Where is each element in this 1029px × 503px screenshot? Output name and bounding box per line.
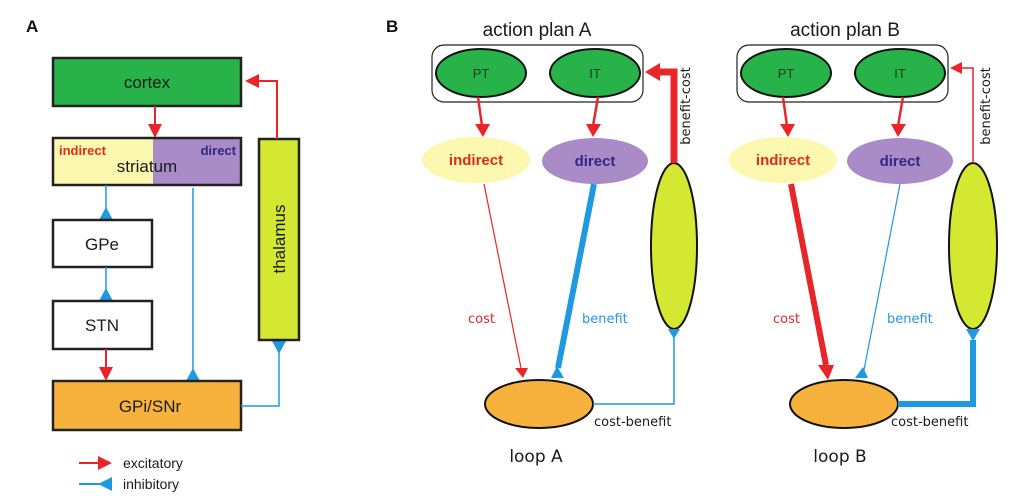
striatum-direct-label: direct <box>201 143 237 158</box>
benefit-arrow-b: benefit <box>855 183 933 378</box>
pt-node-b: PT <box>740 48 832 98</box>
benefit-arrow-a: benefit <box>551 183 628 378</box>
inhibitory-arrow-icon <box>98 477 112 491</box>
legend-inhibitory-label: inhibitory <box>123 476 179 492</box>
benefit-label-a: benefit <box>582 312 628 327</box>
loop-b-label: loop B <box>813 447 866 467</box>
it-label-b: IT <box>894 66 906 81</box>
cost-benefit-label-a: cost-benefit <box>594 415 671 430</box>
direct-label-a: direct <box>575 153 616 170</box>
cortex-node: cortex <box>51 56 243 108</box>
thalamus-label: thalamus <box>270 205 289 274</box>
action-plan-a-box <box>431 44 644 103</box>
cortex-to-striatum-arrow <box>148 106 162 138</box>
panel-b-label: B <box>386 17 398 36</box>
indirect-label-b: indirect <box>756 152 810 169</box>
action-plan-a-title: action plan A <box>483 20 592 41</box>
legend-excitatory: excitatory <box>79 455 183 471</box>
loop-node-a <box>484 379 594 429</box>
indirect-node-a: indirect <box>422 137 530 183</box>
thalamus-node: thalamus <box>257 137 301 342</box>
legend-excitatory-label: excitatory <box>123 455 183 471</box>
striatum-indirect-region <box>53 138 153 185</box>
pt-label-b: PT <box>778 66 795 81</box>
pt-to-indirect-arrow-b <box>780 96 795 137</box>
cortex-label: cortex <box>124 73 171 92</box>
striatum-indirect-label: indirect <box>59 143 107 158</box>
benefit-cost-arrow-a: benefit-cost <box>645 63 694 163</box>
thalamus-node-a <box>650 162 698 330</box>
cost-benefit-arrow-a: cost-benefit <box>593 329 680 430</box>
benefit-cost-label-b: benefit-cost <box>979 67 994 144</box>
cost-benefit-arrow-b: cost-benefit <box>891 329 980 430</box>
loop-a: action plan A PT IT indirect direct <box>422 20 698 467</box>
gpi-to-thalamus-arrow <box>241 341 286 407</box>
gpe-node: GPe <box>51 218 154 269</box>
stn-to-gpi-arrow <box>99 349 113 381</box>
pt-label-a: PT <box>473 66 490 81</box>
excitatory-arrow-icon <box>98 456 112 470</box>
stn-label: STN <box>85 316 119 335</box>
it-node-a: IT <box>549 48 641 98</box>
cost-arrow-b: cost <box>773 183 834 380</box>
gpe-label: GPe <box>85 235 119 254</box>
legend: excitatory inhibitory <box>79 455 183 492</box>
cost-arrow-a: cost <box>468 183 528 378</box>
striatum-direct-region <box>153 138 241 185</box>
gpe-to-stn-arrow <box>99 267 113 301</box>
legend-inhibitory: inhibitory <box>79 476 179 492</box>
pt-node-a: PT <box>435 48 527 98</box>
direct-node-a: direct <box>542 138 648 184</box>
loop-node-b <box>789 379 899 429</box>
indirect-node-b: indirect <box>729 137 837 183</box>
direct-node-b: direct <box>847 138 953 184</box>
panel-a-label: A <box>26 17 38 36</box>
striatum-to-gpi-arrow <box>186 188 200 381</box>
pt-to-indirect-arrow-a <box>475 96 490 137</box>
indirect-label-a: indirect <box>449 152 503 169</box>
cost-benefit-label-b: cost-benefit <box>891 415 968 430</box>
stn-node: STN <box>51 299 154 351</box>
loop-a-label: loop A <box>509 447 563 467</box>
direct-label-b: direct <box>880 153 921 170</box>
gpi-snr-label: GPi/SNr <box>119 397 182 416</box>
benefit-cost-label-a: benefit-cost <box>679 67 694 144</box>
striatum-label: striatum <box>117 157 177 176</box>
it-node-b: IT <box>854 48 946 98</box>
thalamus-to-cortex-arrow <box>245 74 278 139</box>
it-to-direct-arrow-b <box>891 96 906 137</box>
striatum-node: indirect direct striatum <box>51 136 243 187</box>
it-to-direct-arrow-a <box>586 96 601 137</box>
cost-label-a: cost <box>468 312 495 327</box>
action-plan-b-box <box>736 44 949 103</box>
action-plan-b-title: action plan B <box>790 20 900 41</box>
it-label-a: IT <box>589 66 601 81</box>
thalamus-node-b <box>948 162 998 330</box>
cost-label-b: cost <box>773 312 800 327</box>
loop-b: action plan B PT IT indirect direct <box>729 20 998 467</box>
striatum-to-gpe-arrow <box>99 185 113 220</box>
benefit-label-b: benefit <box>887 312 933 327</box>
benefit-cost-arrow-b: benefit-cost <box>950 62 994 163</box>
gpi-snr-node: GPi/SNr <box>51 379 243 432</box>
